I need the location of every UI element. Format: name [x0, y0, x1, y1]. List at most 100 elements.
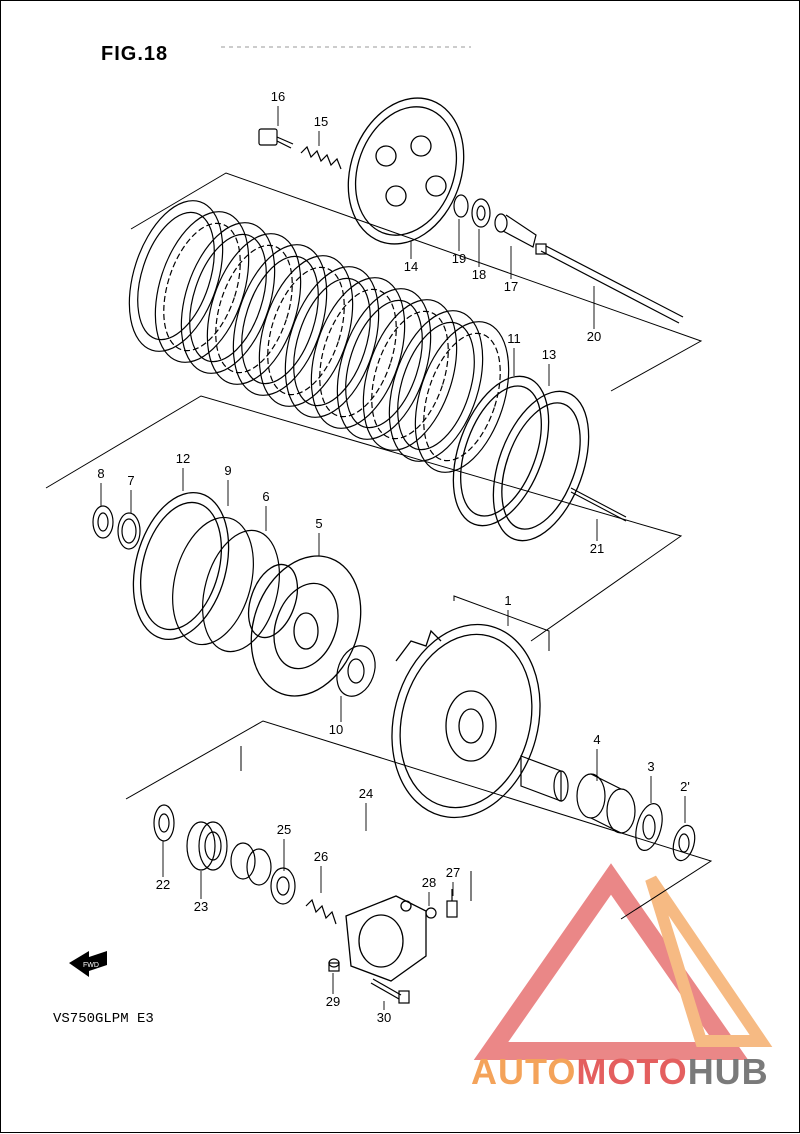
- part-label-2: 2': [680, 779, 690, 794]
- push-piece-rod: [570, 487, 627, 522]
- bolt-30: [370, 978, 410, 1004]
- spring-26: [305, 898, 337, 925]
- clutch-plate-inner: [319, 288, 397, 418]
- part-label-11: 11: [507, 331, 521, 346]
- clutch-plate-inner: [137, 211, 215, 341]
- clutch-plate-inner: [189, 233, 267, 363]
- group-frame-middle: [45, 395, 683, 642]
- pressure-plate: [347, 97, 465, 245]
- part-label-14: 14: [404, 259, 418, 274]
- bleeder-27-28: [425, 889, 458, 919]
- oil-seal-22: [153, 804, 175, 842]
- damper-spring-plate: [452, 375, 550, 527]
- seal-8: [92, 505, 114, 539]
- clutch-plate: [154, 211, 250, 363]
- clutch-plate: [362, 299, 458, 451]
- clutch-plate-inner: [163, 222, 241, 352]
- washer-7: [117, 512, 141, 550]
- clutch-plate: [206, 233, 302, 385]
- group-frame-lower: [125, 720, 713, 920]
- leader-lines: [100, 106, 686, 1010]
- clutch-plate-stack: [128, 200, 510, 473]
- clutch-plate: [414, 321, 510, 473]
- primary-driven-gear: [391, 623, 541, 819]
- forward-arrow-icon: FWD: [69, 951, 107, 977]
- dowel-pin-29: [328, 958, 340, 972]
- clutch-bolt: [258, 128, 294, 149]
- clutch-release-cylinder: [345, 895, 427, 982]
- washer-3: [635, 803, 663, 851]
- part-label-17: 17: [504, 279, 518, 294]
- part-label-7: 7: [127, 473, 134, 488]
- part-label-18: 18: [472, 267, 486, 282]
- brand-part-moto: MOTO: [576, 1051, 688, 1092]
- clutch-plate-inner: [397, 321, 475, 451]
- clutch-plate-inner: [423, 332, 501, 462]
- part-label-19: 19: [452, 251, 466, 266]
- part-label-1: 1: [504, 593, 511, 608]
- part-label-6: 6: [262, 489, 269, 504]
- release-rack: [494, 213, 537, 248]
- clutch-plate: [284, 266, 380, 418]
- part-label-13: 13: [542, 347, 556, 362]
- watermark-brand: AUTOMOTOHUB: [471, 1051, 769, 1093]
- ring-6: [202, 529, 280, 653]
- brand-part-hub: HUB: [687, 1051, 769, 1092]
- clutch-plate-inner: [215, 244, 293, 374]
- drive-plate-13: [492, 390, 590, 542]
- watermark-logo: [473, 863, 773, 1060]
- clutch-plate: [232, 244, 328, 396]
- brand-part-auto: AUTO: [471, 1051, 577, 1092]
- needle-bearing: [576, 773, 636, 834]
- part-label-10: 10: [329, 722, 343, 737]
- thrust-washer: [453, 194, 469, 218]
- part-label-22: 22: [156, 877, 170, 892]
- part-label-29: 29: [326, 994, 340, 1009]
- washer-2: [672, 824, 696, 862]
- part-label-30: 30: [377, 1010, 391, 1025]
- part-label-23: 23: [194, 899, 208, 914]
- bearing-23: [186, 821, 228, 871]
- part-label-20: 20: [587, 329, 601, 344]
- clutch-plate: [336, 288, 432, 440]
- part-label-5: 5: [315, 516, 322, 531]
- part-label-26: 26: [314, 849, 328, 864]
- part-label-9: 9: [224, 463, 231, 478]
- clutch-plate-inner: [371, 310, 449, 440]
- part-label-28: 28: [422, 875, 436, 890]
- part-label-16: 16: [271, 89, 285, 104]
- group-frame-hub: [453, 595, 550, 651]
- push-rod: [535, 243, 684, 324]
- part-label-27: 27: [446, 865, 460, 880]
- part-label-21: 21: [590, 541, 604, 556]
- clutch-plate: [310, 277, 406, 429]
- clutch-plate-inner: [345, 299, 423, 429]
- fwd-label: FWD: [83, 962, 99, 969]
- part-label-3: 3: [647, 759, 654, 774]
- part-label-24: 24: [359, 786, 373, 801]
- sleeve-hub: [247, 555, 362, 697]
- clutch-plate-inner: [293, 277, 371, 407]
- bearing-25-assembly: [230, 842, 296, 905]
- clutch-spring: [300, 145, 342, 170]
- spacer: [520, 755, 569, 802]
- washer-10: [336, 645, 376, 697]
- spring-9: [172, 516, 254, 646]
- part-label-8: 8: [97, 466, 104, 481]
- clutch-plate: [128, 200, 224, 352]
- group-frame-upper: [130, 172, 703, 392]
- part-label-12: 12: [176, 451, 190, 466]
- clutch-plate-inner: [267, 266, 345, 396]
- spring-plate-12: [132, 491, 230, 641]
- clutch-plate: [388, 310, 484, 462]
- release-bearing: [471, 198, 491, 228]
- part-label-15: 15: [314, 114, 328, 129]
- clutch-plate: [180, 222, 276, 374]
- model-code: VS750GLPM E3: [53, 1011, 154, 1027]
- clutch-plate-inner: [241, 255, 319, 385]
- part-label-25: 25: [277, 822, 291, 837]
- figure-title: FIG.18: [101, 43, 169, 65]
- part-label-4: 4: [593, 732, 600, 747]
